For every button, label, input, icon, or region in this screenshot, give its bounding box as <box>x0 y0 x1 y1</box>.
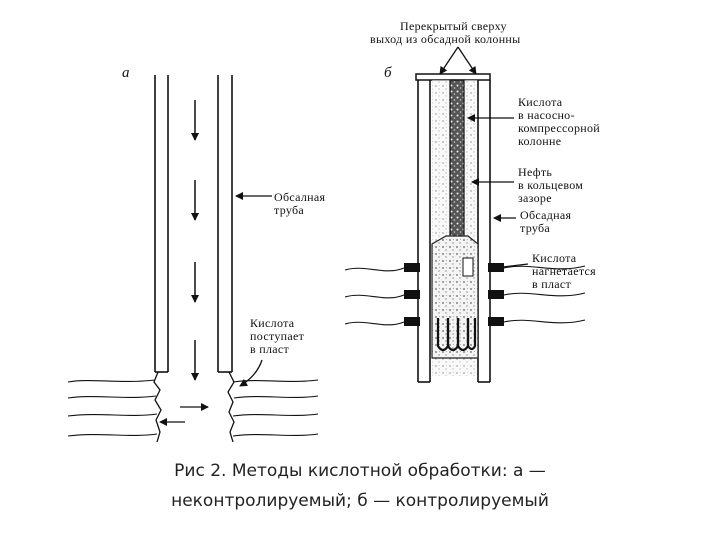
acid-treatment-diagram: а <box>67 19 600 443</box>
panel-a: а <box>67 65 326 443</box>
panel-b-acid-tubing-label-4: колонне <box>518 134 561 148</box>
panel-b-top-label-2: выход из обсадной колонны <box>370 32 521 46</box>
panel-a-formation-lines <box>67 379 319 437</box>
panel-b-oil-label-2: в кольцевом <box>518 178 583 192</box>
panel-b-bottom-loops <box>436 318 477 352</box>
panel-a-fracture <box>153 371 235 443</box>
panel-b-injection-label-1: Кислота <box>532 251 577 265</box>
panel-b-acid-tubing-label-2: в насосно- <box>518 108 575 122</box>
panel-a-inflow-arrows <box>159 403 209 426</box>
panel-a-casing-label-1: Обсалная <box>274 190 326 204</box>
panel-b-tubing-acid <box>449 79 465 241</box>
panel-b-plug <box>462 257 474 277</box>
panel-b-letter: б <box>384 65 392 81</box>
panel-b-casing <box>417 80 491 383</box>
panel-a-letter: а <box>122 65 130 81</box>
panel-b-acid-tubing-label-1: Кислота <box>518 95 563 109</box>
panel-b-oil-label-3: зазоре <box>518 191 552 205</box>
panel-a-casing <box>154 75 233 373</box>
panel-b-injection-label-3: в пласт <box>532 277 572 291</box>
panel-b-top-label-1: Перекрытый сверху <box>400 19 507 33</box>
panel-b-casing-cap <box>415 73 491 81</box>
panel-b-casing-label-2: труба <box>520 221 550 235</box>
panel-a-acid-label-2: поступает <box>250 329 305 343</box>
figure-caption: Рис 2. Методы кислотной обработки: а — н… <box>0 456 720 516</box>
panel-a-acid-pointer <box>239 359 263 387</box>
caption-line-1: Рис 2. Методы кислотной обработки: а — <box>174 461 546 481</box>
panel-b-casing-label-1: Обсадная <box>520 208 572 222</box>
panel-b-top-pointers <box>439 46 477 75</box>
panel-b-oil-label-1: Нефть <box>518 165 552 179</box>
panel-b-label-pointers <box>467 114 529 272</box>
panel-b: б Перекрытый сверху выход из обсадной ко… <box>344 19 600 383</box>
panel-b-acid-tubing-label-3: компрессорной <box>518 121 600 135</box>
panel-a-acid-label-1: Кислота <box>250 316 295 330</box>
caption-line-2: неконтролируемый; б — контролируемый <box>171 491 549 511</box>
panel-b-injection-label-2: нагнетается <box>532 264 596 278</box>
panel-a-acid-label-3: в пласт <box>250 342 290 356</box>
panel-a-casing-label-2: труба <box>274 203 304 217</box>
panel-b-formation-lines <box>344 265 586 326</box>
